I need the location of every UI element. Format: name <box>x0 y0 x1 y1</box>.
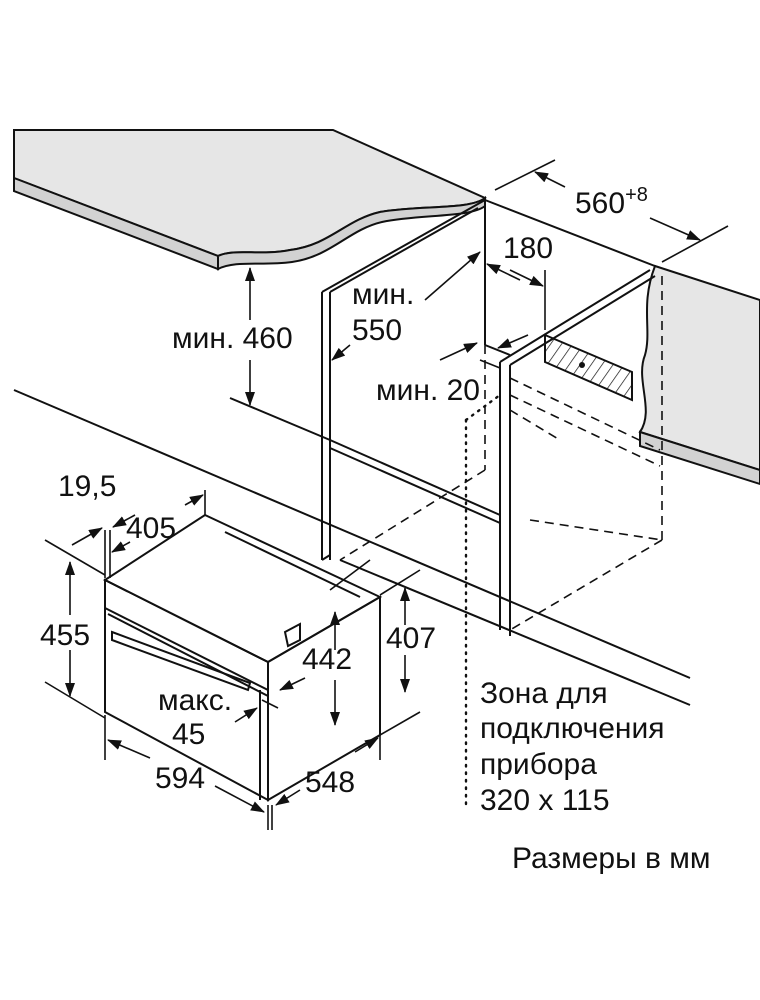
dimension-lines-top <box>245 159 729 591</box>
label-max-prefix: макс. <box>158 684 232 717</box>
cabinet-frame <box>13 199 691 706</box>
units-note: Размеры в мм <box>512 842 711 875</box>
label-min-depth-prefix: мин. <box>352 278 414 311</box>
connection-zone-line-2: подключения <box>480 712 664 745</box>
right-countertop <box>638 264 760 486</box>
connection-zone-line-1: Зона для <box>480 677 608 710</box>
label-depth: 548 <box>305 766 355 799</box>
label-front-height: 455 <box>40 619 90 652</box>
connection-point <box>579 362 585 368</box>
connection-zone-line-4: 320 x 115 <box>480 784 610 817</box>
label-min-gap: мин. 20 <box>376 374 480 407</box>
label-top-depth: 405 <box>126 512 176 545</box>
oven <box>102 513 383 802</box>
left-countertop <box>13 129 487 271</box>
label-front-offset: 19,5 <box>58 470 116 503</box>
label-inner-height: 442 <box>302 643 352 676</box>
connection-box-hatched <box>544 333 633 402</box>
label-width: 594 <box>155 762 205 795</box>
dimension-lines-oven <box>44 490 421 830</box>
label-min-depth-value: 550 <box>352 314 402 347</box>
label-side-height: 407 <box>386 622 436 655</box>
label-min-height: мин. 460 <box>172 322 293 355</box>
label-niche-width: 560+8 <box>575 184 648 220</box>
wall-line <box>484 199 661 269</box>
label-max-value: 45 <box>172 718 205 751</box>
label-cutout-depth: 180 <box>503 232 553 265</box>
connection-zone-line-3: прибора <box>480 748 597 781</box>
